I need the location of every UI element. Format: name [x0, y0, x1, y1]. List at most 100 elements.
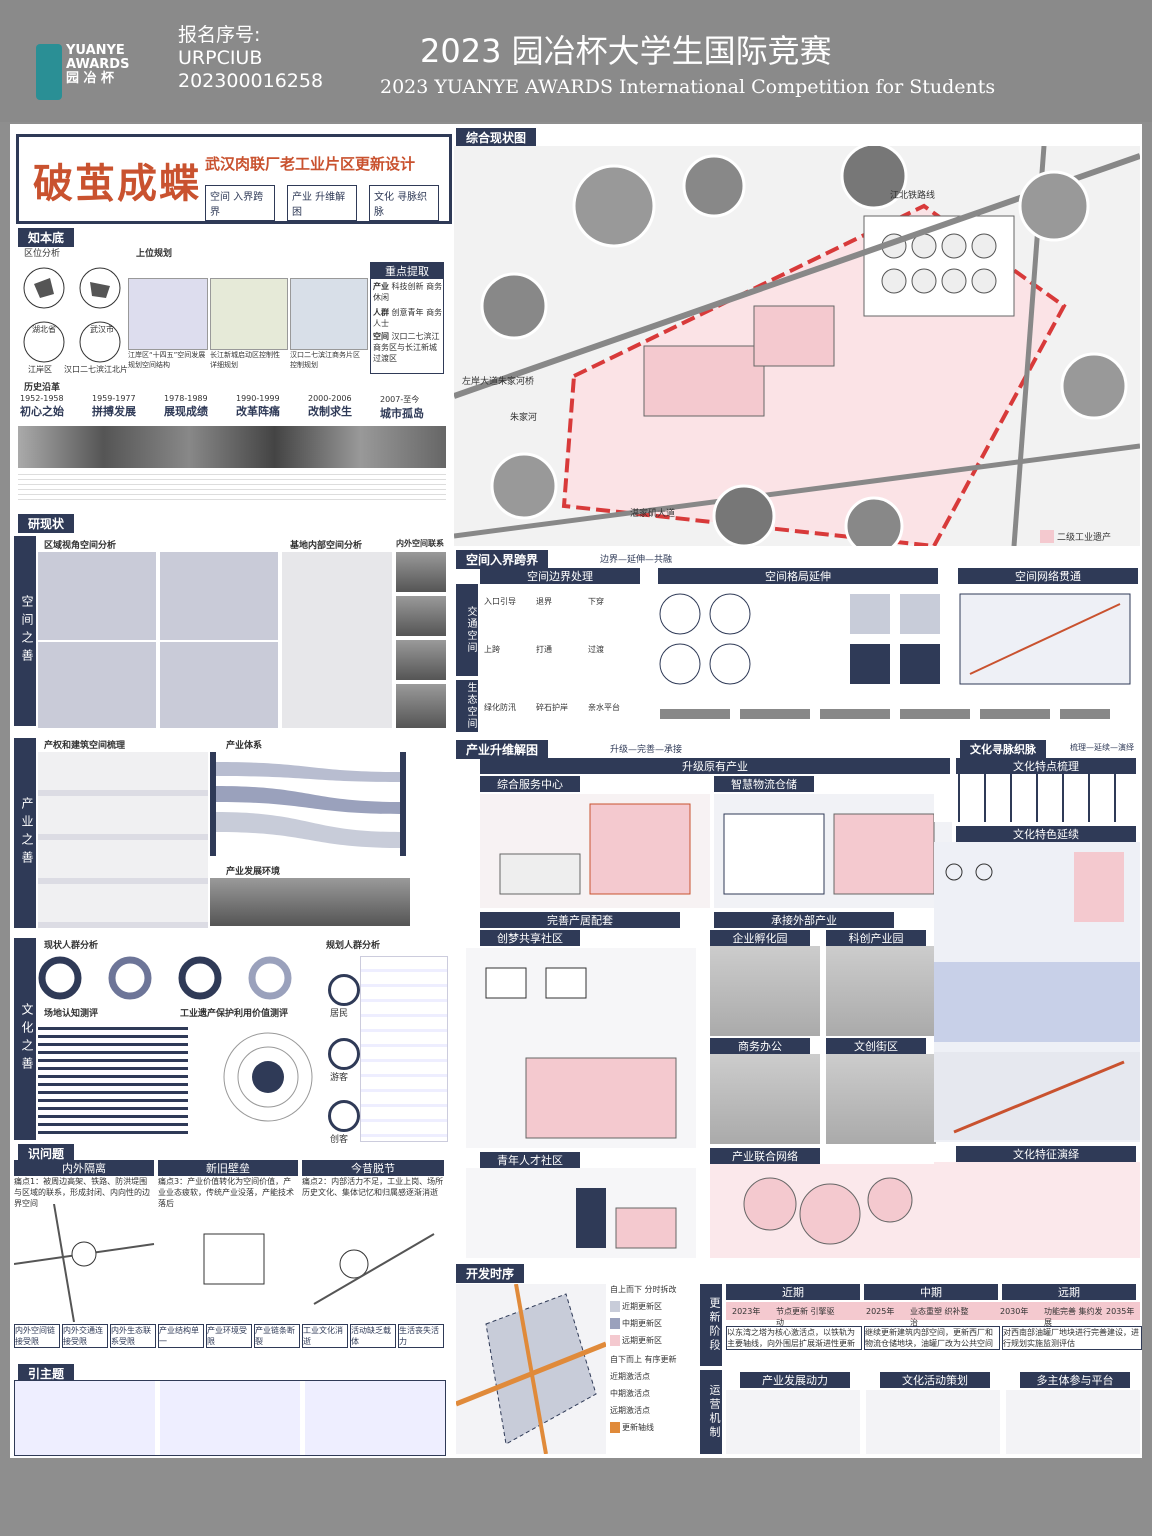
phase-headers: 近期 中期 远期 — [726, 1284, 1140, 1300]
poster: 破茧成蝶 武汉肉联厂老工业片区更新设计 空间 入界跨界 产业 升维解困 文化 寻… — [10, 124, 1142, 1458]
yuanye-logo-icon — [36, 44, 62, 100]
space-side-eco: 生态空间 — [456, 680, 478, 732]
phase-mid: 中期 — [864, 1284, 998, 1300]
history-name-4: 改革阵痛 — [236, 405, 280, 418]
reg-code: URPCIUB — [178, 47, 263, 69]
history-years-2: 1959-1977 — [92, 394, 136, 403]
industry-subtitle: 升级—完善—承接 — [610, 745, 683, 755]
property-stack — [38, 752, 208, 928]
industry-network-diagram — [710, 1164, 938, 1258]
space-item-8: 碎石护岸 — [536, 703, 568, 712]
service-center-svg — [499, 803, 691, 895]
culture-subtitle: 梳理—延续—演绎 — [1070, 743, 1134, 752]
link-photo-2 — [396, 596, 446, 636]
logo-line-3: 园 冶 杯 — [66, 71, 115, 86]
section-industry: 产业升维解困 — [456, 740, 549, 759]
people-table — [360, 956, 448, 1142]
space-side-traffic: 交通空间 — [456, 584, 478, 676]
overview-map-svg — [453, 142, 1141, 556]
youth-community-diagram — [466, 1168, 696, 1258]
problem-tag-9: 生活丧失活力 — [398, 1324, 444, 1348]
industry-c9: 产业联合网络 — [710, 1148, 820, 1164]
reg-label: 报名序号: — [178, 24, 261, 46]
key-row-3-k: 空间 — [373, 332, 389, 341]
key-points-title: 重点提取 — [371, 263, 443, 279]
culture-k3: 文化特征演绎 — [956, 1146, 1136, 1162]
history-notes — [18, 470, 446, 500]
location-maps — [20, 260, 130, 372]
problem-diagrams — [13, 1203, 444, 1323]
history-years-1: 1952-1958 — [20, 394, 64, 403]
research-c2: 规划人群分析 — [326, 941, 381, 951]
region-map-4 — [160, 642, 278, 728]
person-icon-3 — [328, 1100, 360, 1132]
problem-tag-3: 内外生态联系受限 — [110, 1324, 156, 1348]
industry-c4: 青年人才社区 — [480, 1152, 580, 1168]
phase-step-1: 节点更新 引擎驱动 — [776, 1307, 835, 1327]
research-a2: 基地内部空间分析 — [290, 541, 363, 551]
value-radar-svg — [223, 1032, 313, 1122]
project-subtitle: 武汉肉联厂老工业片区更新设计 — [205, 155, 416, 173]
plan-map-1 — [128, 278, 208, 350]
section-overview: 综合现状图 — [456, 128, 537, 147]
badge-culture: 文化 寻脉织脉 — [369, 185, 439, 221]
timeline-side-ops: 运营机制 — [700, 1370, 722, 1454]
industry-c8: 文创街区 — [826, 1038, 926, 1054]
history-name-5: 改制求生 — [308, 405, 352, 418]
incubator-diagram — [710, 946, 820, 1036]
culture-grid-svg — [934, 852, 1140, 1140]
problem-tag-6: 产业链条断裂 — [254, 1324, 300, 1348]
space-item-5: 打通 — [536, 645, 552, 654]
region-map-3 — [38, 642, 156, 728]
problem-text-1: 痛点1：被周边高架、铁路、防洪堤围与区域的联系，形成封闭、内向性的边界空间 — [14, 1177, 150, 1208]
region-map-1 — [38, 552, 156, 640]
industry-c3: 创梦共享社区 — [480, 930, 580, 946]
phasing-legend: 自上而下 分时拆改 近期更新区 中期更新区 远期更新区 自下而上 有序更新 近期… — [610, 1284, 694, 1454]
office-diagram — [710, 1054, 820, 1144]
industry-u2: 完善产居配套 — [480, 912, 680, 928]
culture-k1: 文化特点梳理 — [956, 758, 1136, 774]
section-problems: 识问题 — [18, 1144, 75, 1163]
logo-line-1: YUANYE — [66, 43, 125, 58]
legend-4: 远期更新区 — [610, 1335, 694, 1346]
problem-text-2: 痛点3：产业价值转化为空间价值，产业业态疲软，传统产业没落，产能技术落后 — [158, 1177, 294, 1208]
side-culture: 文化之善 — [14, 938, 36, 1140]
section-base: 知本底 — [18, 228, 75, 247]
key-row-1-v: 科技创新 商务休闲 — [373, 282, 443, 302]
competition-title: 2023 园冶杯大学生国际竞赛 — [420, 32, 832, 70]
culture-k2: 文化特色延续 — [956, 826, 1136, 842]
competition-title-en: 2023 YUANYE AWARDS International Competi… — [380, 76, 996, 98]
map-label-avenue: 湛家矶大道 — [630, 509, 676, 519]
research-a1: 区域视角空间分析 — [44, 541, 117, 551]
legend-2: 近期更新区 — [610, 1301, 694, 1312]
people-column: 居民 游客 创客 — [320, 956, 448, 1145]
section-theme: 引主题 — [18, 1364, 75, 1383]
loc-wuhan: 武汉市 — [90, 325, 114, 334]
plan-caption-1: 江岸区“十四五”空间发展规划空间结构 — [128, 351, 206, 369]
section-timeline: 开发时序 — [456, 1264, 525, 1283]
link-photo-4 — [396, 684, 446, 728]
industry-sankey — [210, 752, 410, 856]
ops-diagrams — [726, 1390, 1140, 1454]
space-item-4: 上跨 — [484, 645, 500, 654]
phase-step-3: 功能完善 集约发展 — [1044, 1307, 1103, 1327]
legend-8: 远期激活点 — [610, 1406, 650, 1415]
legend-5: 自下而上 有序更新 — [610, 1355, 677, 1364]
problem-diagrams-svg — [13, 1203, 435, 1323]
link-photo-1 — [396, 552, 446, 592]
space-s3: 空间网络贯通 — [958, 568, 1138, 584]
logistics-diagram — [714, 794, 952, 908]
map-label-bridge: 左岸大道朱家河桥 — [462, 377, 535, 387]
site-internal-map — [282, 552, 392, 728]
loc-hankou: 汉口二七滨江北片 — [64, 365, 128, 374]
person-icon-1 — [328, 974, 360, 1006]
key-points-box: 重点提取 产业 科技创新 商务休闲 人群 创意青年 商务人士 空间 汉口二七滨江… — [370, 262, 444, 374]
phase-desc-1: 以东湾之塔为核心激活点，以铁轨为主要轴线，向外围层扩展渐进性更新 — [726, 1326, 862, 1350]
person-resident: 居民 — [330, 1009, 349, 1019]
side-industry: 产业之善 — [14, 738, 36, 928]
research-b2: 产业体系 — [226, 741, 263, 751]
logistics-svg — [723, 813, 935, 895]
plan-caption-3: 汉口二七滨江商务片区控制规划 — [290, 351, 360, 369]
